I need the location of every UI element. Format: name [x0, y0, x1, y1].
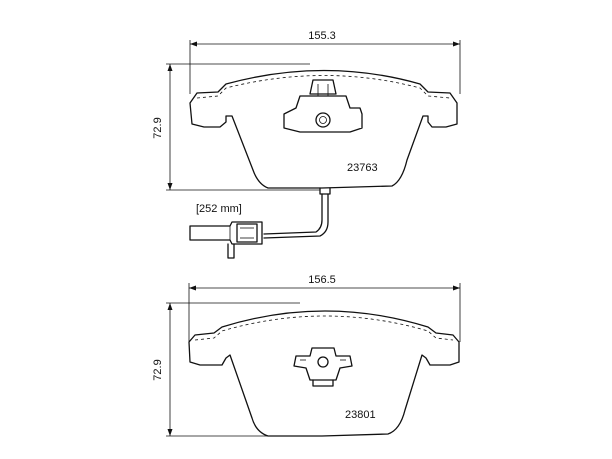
top-width-dimension: 155.3 — [189, 30, 461, 94]
bottom-height-label: 72.9 — [152, 359, 164, 380]
top-width-label: 155.3 — [308, 30, 336, 42]
bottom-width-label: 156.5 — [308, 274, 336, 286]
bottom-pad-inner-line — [194, 315, 454, 341]
top-height-label: 72.9 — [152, 117, 164, 138]
top-height-dimension: 72.9 — [152, 63, 320, 191]
top-pad-outline — [189, 69, 458, 189]
top-pad-clip — [283, 79, 363, 133]
bottom-pad-clip — [293, 347, 353, 387]
wear-sensor: [252 mm] — [189, 187, 331, 259]
top-part-number: 23763 — [347, 162, 378, 174]
sensor-length-label: [252 mm] — [196, 203, 242, 215]
bottom-width-dimension: 156.5 — [188, 274, 461, 342]
bottom-part-number: 23801 — [345, 409, 376, 421]
bottom-pad: 156.5 72.9 23801 — [152, 274, 461, 437]
bottom-pad-outline — [188, 310, 460, 437]
top-pad: 155.3 72.9 23763 — [152, 30, 461, 191]
